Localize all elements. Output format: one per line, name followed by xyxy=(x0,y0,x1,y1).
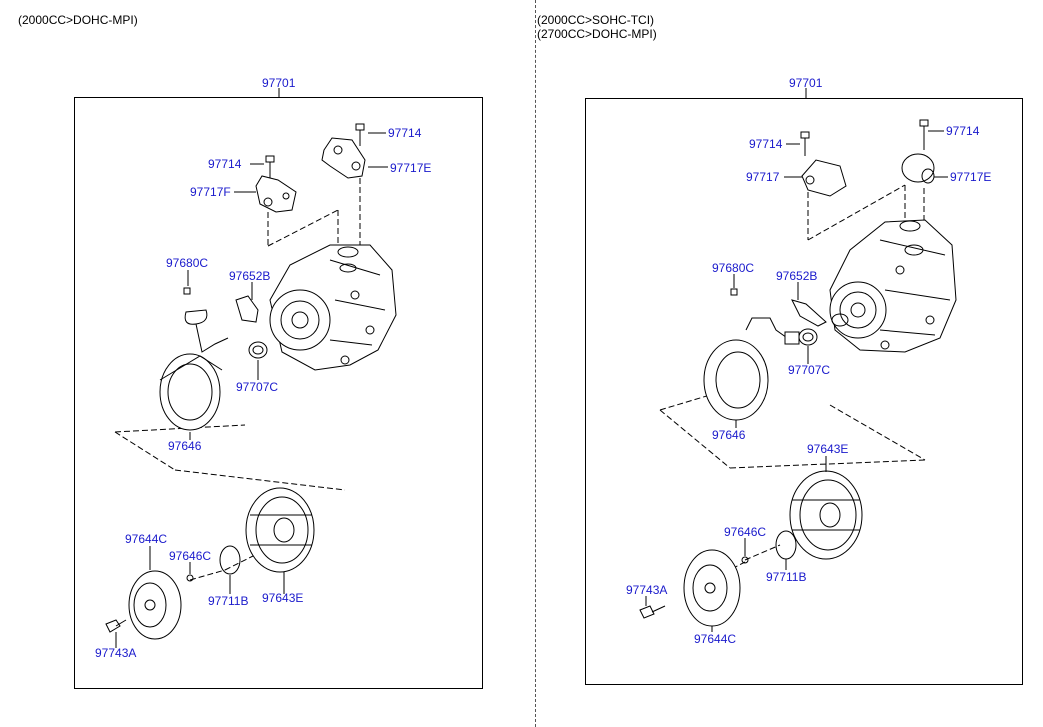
right-variant-header-1: (2000CC>SOHC-TCI) xyxy=(537,13,655,27)
left-part-97680C[interactable]: 97680C xyxy=(166,256,209,270)
left-part-97743A[interactable]: 97743A xyxy=(95,646,137,660)
right-part-97646C[interactable]: 97646C xyxy=(724,525,767,539)
right-variant-header-2: (2700CC>DOHC-MPI) xyxy=(537,27,657,41)
right-part-97743A[interactable]: 97743A xyxy=(626,583,668,597)
left-part-97646C[interactable]: 97646C xyxy=(169,549,212,563)
left-part-97711B[interactable]: 97711B xyxy=(208,594,249,608)
left-part-97707C[interactable]: 97707C xyxy=(236,380,279,394)
left-assembly-frame xyxy=(74,97,483,689)
left-part-97643E[interactable]: 97643E xyxy=(262,591,304,605)
left-part-97646[interactable]: 97646 xyxy=(168,439,202,453)
left-part-97652B[interactable]: 97652B xyxy=(229,269,271,283)
right-part-97717[interactable]: 97717 xyxy=(746,170,780,184)
right-assembly-label[interactable]: 97701 xyxy=(789,76,823,90)
left-assembly-label[interactable]: 97701 xyxy=(262,76,296,90)
right-part-97643E[interactable]: 97643E xyxy=(807,442,849,456)
right-part-97707C[interactable]: 97707C xyxy=(788,363,831,377)
right-part-97714-a[interactable]: 97714 xyxy=(946,124,980,138)
right-part-97644C[interactable]: 97644C xyxy=(694,632,737,646)
right-part-97652B[interactable]: 97652B xyxy=(776,269,818,283)
right-part-97680C[interactable]: 97680C xyxy=(712,261,755,275)
right-part-97717E[interactable]: 97717E xyxy=(950,170,992,184)
right-assembly-frame xyxy=(585,98,1023,685)
left-part-97717F[interactable]: 97717F xyxy=(190,185,231,199)
left-part-97714-b[interactable]: 97714 xyxy=(208,157,242,171)
left-part-97717E[interactable]: 97717E xyxy=(390,161,432,175)
right-part-97646[interactable]: 97646 xyxy=(712,428,746,442)
right-part-97714-b[interactable]: 97714 xyxy=(749,137,783,151)
section-divider xyxy=(535,0,536,727)
left-part-97714-a[interactable]: 97714 xyxy=(388,126,422,140)
left-variant-header: (2000CC>DOHC-MPI) xyxy=(18,13,138,27)
right-part-97711B[interactable]: 97711B xyxy=(766,570,807,584)
left-part-97644C[interactable]: 97644C xyxy=(125,532,168,546)
